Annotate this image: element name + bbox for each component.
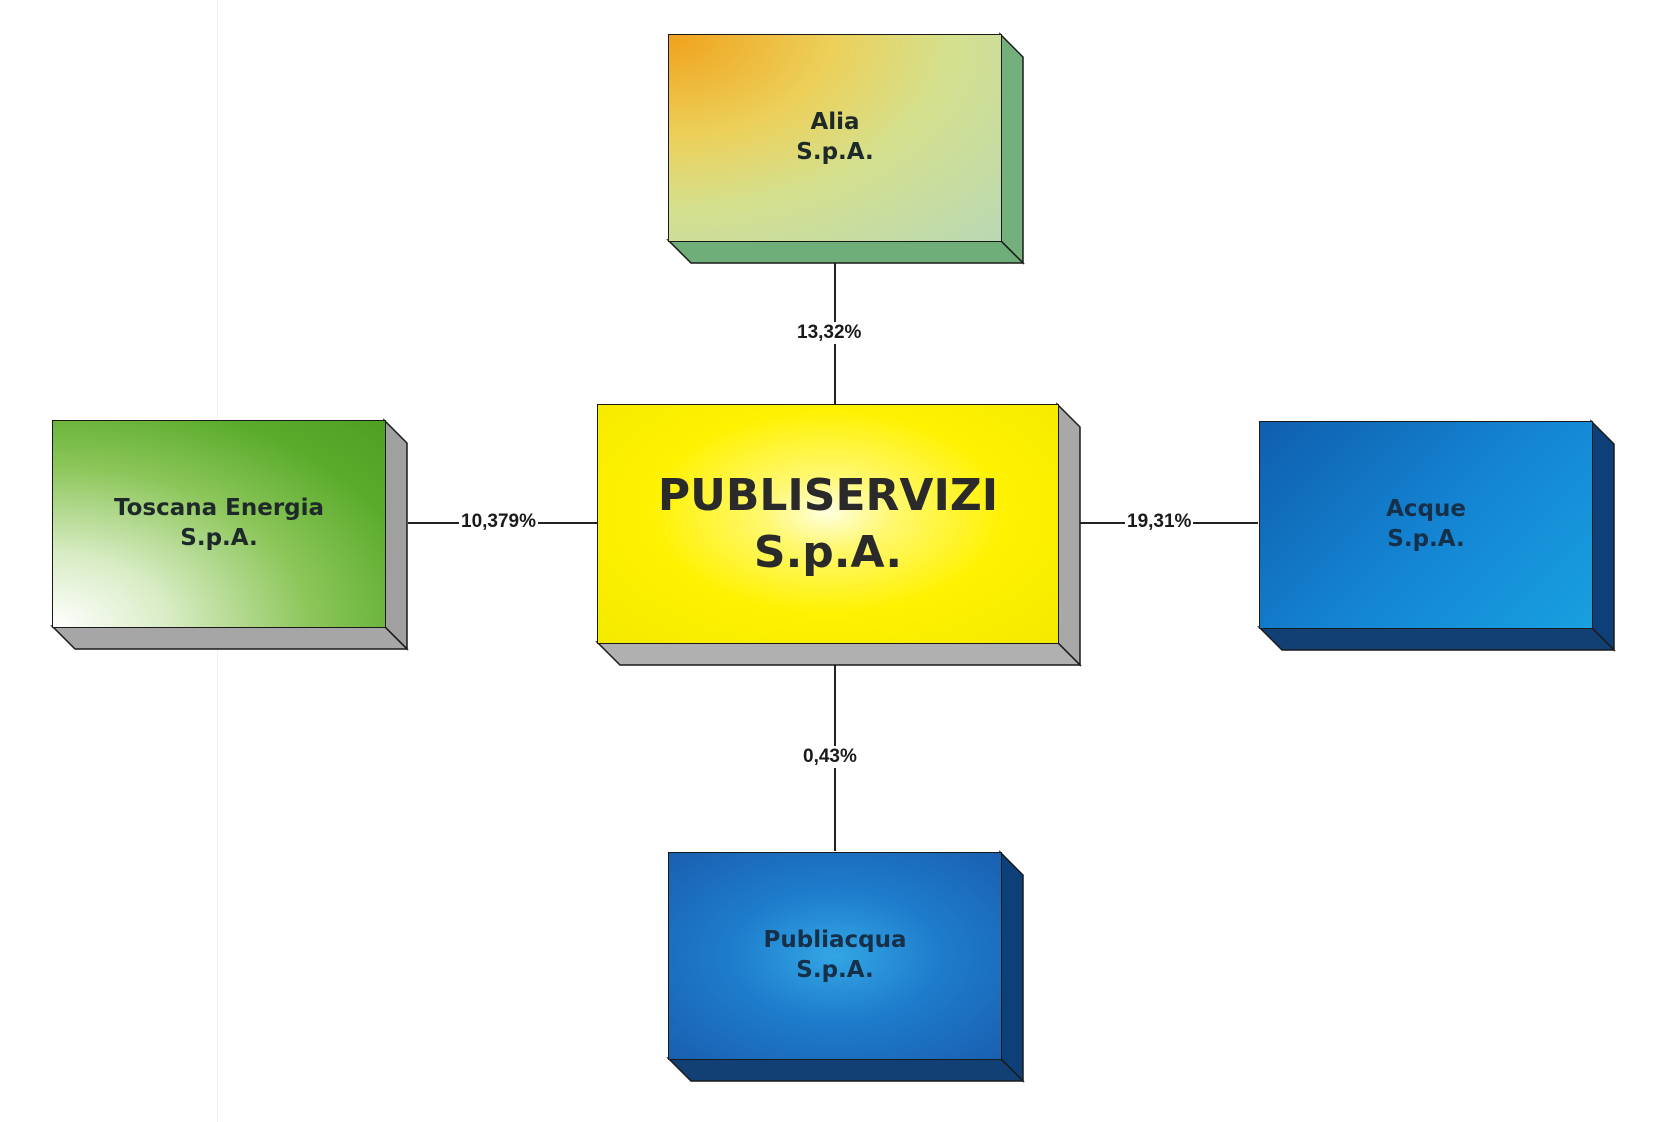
company-name: Toscana Energia bbox=[113, 495, 325, 522]
box-bevel bbox=[666, 32, 1025, 265]
center-company-name: PUBLISERVIZI bbox=[657, 469, 999, 521]
box-bevel bbox=[595, 402, 1082, 667]
company-name: Publiacqua bbox=[763, 927, 907, 954]
box-face: Toscana Energia S.p.A. bbox=[52, 420, 386, 628]
company-type: S.p.A. bbox=[180, 525, 258, 551]
box-bevel bbox=[1257, 419, 1616, 652]
company-type: S.p.A. bbox=[1387, 526, 1465, 552]
company-type: S.p.A. bbox=[796, 139, 874, 165]
share-label-alia: 13,32% bbox=[795, 322, 864, 344]
box-bevel bbox=[666, 850, 1025, 1083]
share-label-acque: 19,31% bbox=[1125, 511, 1194, 533]
box-face: Alia S.p.A. bbox=[668, 34, 1002, 242]
box-face: Acque S.p.A. bbox=[1259, 421, 1593, 629]
share-label-publiacqua: 0,43% bbox=[801, 746, 859, 768]
center-company-type: S.p.A. bbox=[753, 527, 903, 578]
company-name: Acque bbox=[1386, 496, 1466, 523]
box-face: Publiacqua S.p.A. bbox=[668, 852, 1002, 1060]
share-label-toscana: 10,379% bbox=[459, 511, 539, 533]
company-type: S.p.A. bbox=[796, 957, 874, 983]
company-name: Alia bbox=[810, 109, 860, 136]
box-face: PUBLISERVIZI S.p.A. bbox=[597, 404, 1059, 644]
